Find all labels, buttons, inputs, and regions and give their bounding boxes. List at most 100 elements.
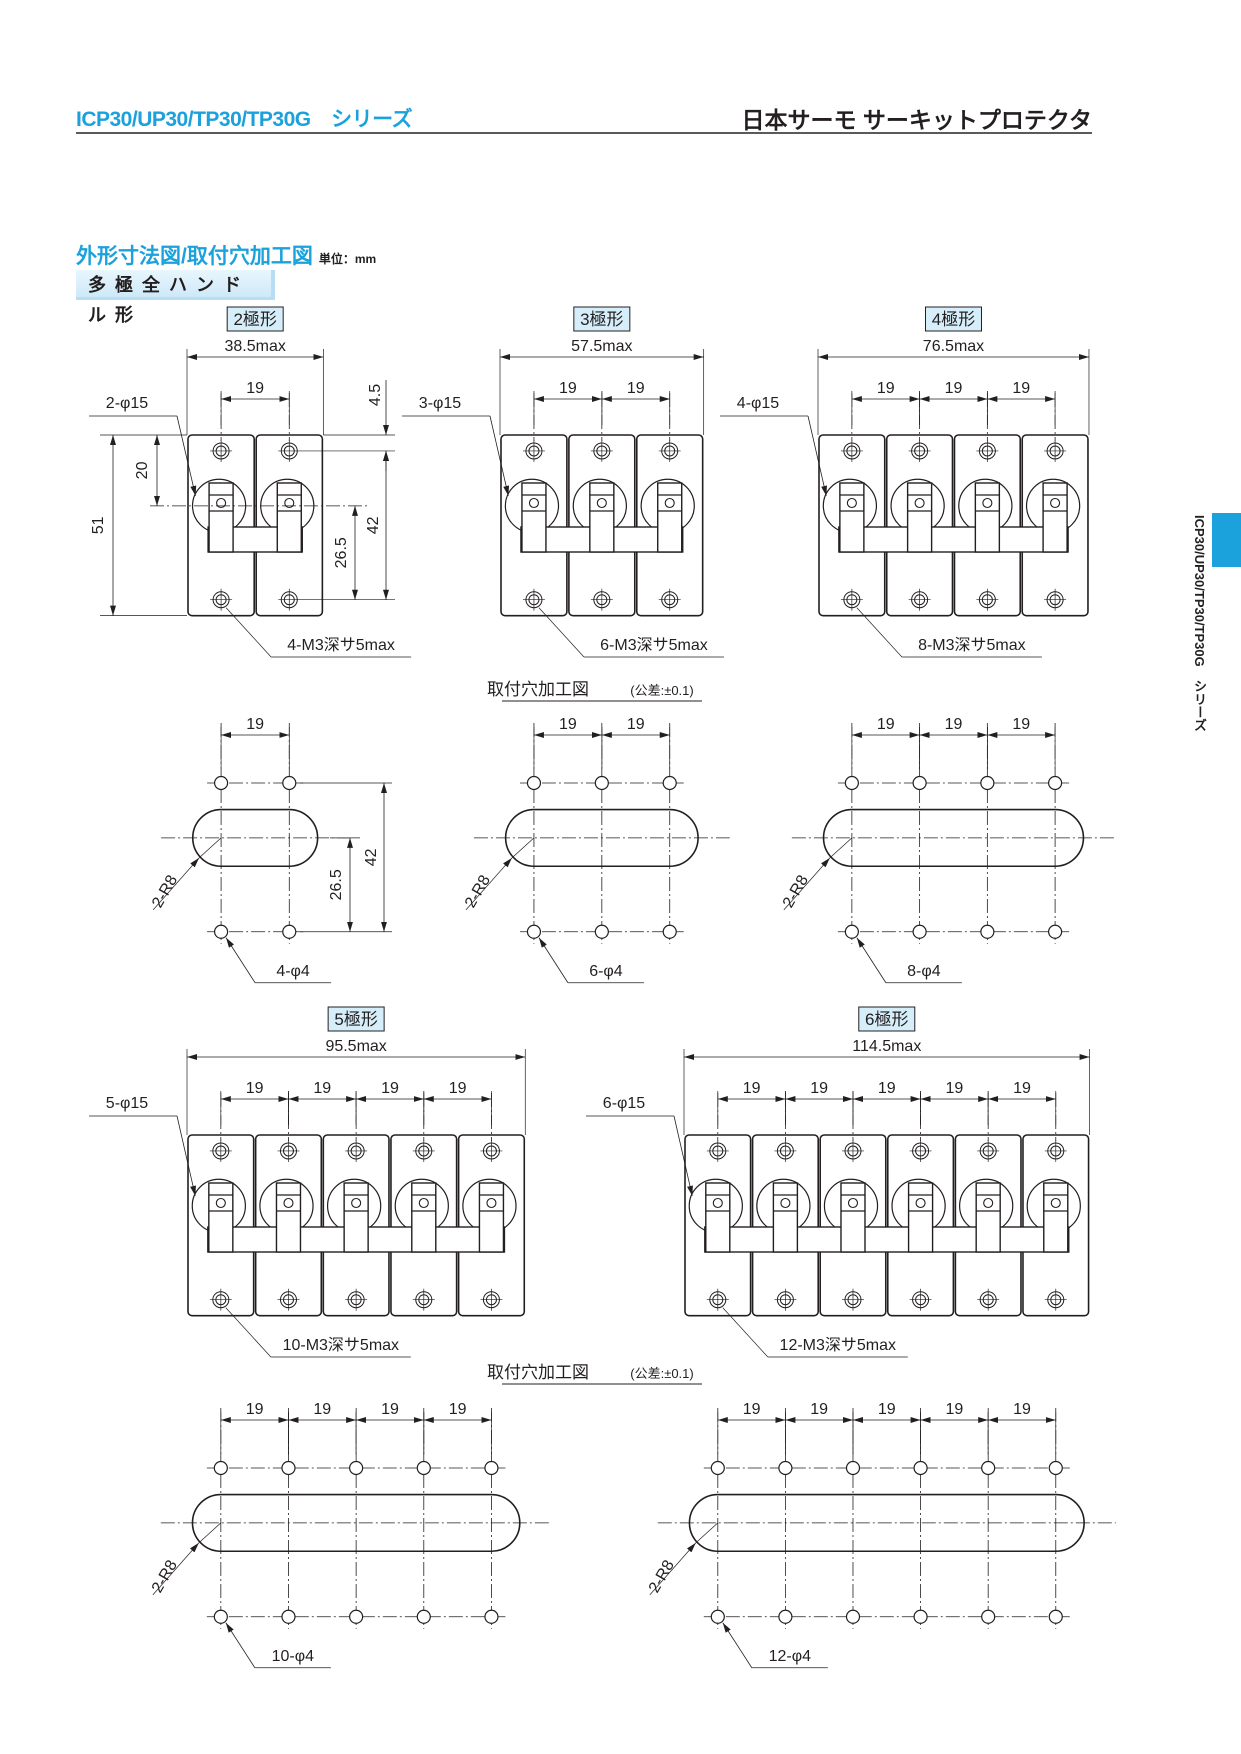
pole-pitch-dimension: 19 [381,1080,399,1097]
line [225,607,272,658]
mount-hole-icon [282,775,297,791]
mount-hole-icon [844,775,859,791]
handle-pin [528,497,539,509]
handle-lever [705,1182,731,1253]
dimension-line [489,415,510,496]
mount-hole-icon [980,775,995,791]
overall-width-dimension: 95.5max [325,1038,386,1055]
mount-hole-icon [594,924,609,939]
handle-pin [983,1197,994,1209]
line [695,1522,719,1544]
mount-hole-icon [213,1460,228,1476]
screw-hole-note: 10-M3深サ5max [283,1336,399,1354]
handle-lever [975,1182,1001,1253]
mount-pitch-dimension: 19 [945,1401,963,1418]
handle-lever [1043,1182,1069,1253]
handle-pin [1050,497,1061,509]
slot-radius-note: 2-R8 [149,872,181,911]
handle-lever [839,482,865,553]
mount-hole-icon [213,1609,228,1624]
mount-hole-note: 6-φ4 [589,963,623,980]
header-divider [76,132,1092,134]
mount-hole-icon [778,1609,793,1624]
line [856,607,903,658]
height-dimension: 51 [90,516,107,534]
mount-hole-icon [912,924,927,939]
line [198,1522,222,1544]
mounting-caption-title: 取付穴加工図 [487,1363,589,1382]
handle-pin [216,497,227,509]
handle-pin [486,1197,497,1209]
leader-line [649,1542,697,1596]
mount-pitch-dimension: 19 [246,1401,264,1418]
handle-pin [351,1197,362,1209]
handle-lever [907,1182,934,1253]
mount-hole-icon [484,1460,499,1476]
handle-diameter-note: 4-φ15 [737,395,780,412]
mount-hole-icon [282,924,297,939]
screw-hole-note: 12-M3深サ5max [780,1336,896,1354]
mount-hole-icon [1048,1460,1063,1476]
mount-pitch-dimension: 19 [743,1401,761,1418]
pole-pitch-dimension: 19 [559,380,577,397]
dimension-line [856,937,887,983]
mount-hole-icon [845,1460,861,1476]
mount-hole-icon [594,775,609,791]
handle-lever [657,482,683,553]
dimension-line [225,937,256,983]
handle-lever [208,1182,234,1253]
mount-hole-icon [526,924,542,939]
dimension-line [225,1622,256,1668]
mount-pitch-dimension: 19 [559,716,577,733]
handle-lever [411,1182,437,1253]
mount-hole-icon [913,1460,928,1476]
mount-pitch-dimension: 19 [878,1401,896,1418]
mount-hole-icon [349,1609,364,1624]
pole-label-box [226,306,284,332]
handle-diameter-note: 6-φ15 [603,1095,646,1112]
overall-width-dimension: 38.5max [224,338,285,355]
mount-pitch-dimension: 19 [627,716,645,733]
handle-pin [847,1197,859,1209]
side-index-tab [1212,513,1241,567]
mounting-caption: 取付穴加工図(公差:±0.1) [487,1363,702,1385]
mounting-cutout-3-pole: 19 19 2-R8 6-φ4 [462,716,730,984]
handle-lever [478,1182,505,1253]
mount-hole-note: 4-φ4 [276,963,310,980]
mount-hole-icon [662,775,677,791]
mounting-cutout-2-pole: 192-R84-φ4 [149,716,350,984]
mount-pitch-dimension: 19 [1013,1401,1031,1418]
dimension-line [538,937,569,983]
handle-pin [914,497,925,509]
dimension-line [176,415,197,496]
mount-hole-icon [1048,1609,1063,1624]
handle-pin [284,497,295,509]
handle-diameter-note: 5-φ15 [106,1095,149,1112]
handle-tie-bar [704,1226,1070,1253]
handle-lever [772,1182,799,1253]
mount-hole-icon [213,924,229,939]
mount-hole-icon [662,924,677,939]
pole-pitch-dimension: 19 [945,1080,963,1097]
handle-offset-dimension: 26.5 [333,537,350,568]
pole-pitch-dimension: 19 [313,1080,331,1097]
mount-hole-icon [981,1609,996,1624]
mount-hole-icon [416,1460,431,1476]
leader-line [152,1542,200,1596]
dimension-line [807,415,827,496]
mount-hole-icon [416,1609,431,1624]
mount-pitch-dimension: 19 [1012,716,1030,733]
leader-line [152,857,200,911]
slot-radius-note: 2-R8 [462,872,494,911]
leader-line [783,857,831,911]
line [722,1307,769,1358]
handle-lever [840,1182,866,1253]
mount-hole-icon [1047,775,1063,791]
mount-hole-icon [981,1460,996,1476]
handle-pin [780,1197,791,1209]
handle-lever [906,482,933,553]
